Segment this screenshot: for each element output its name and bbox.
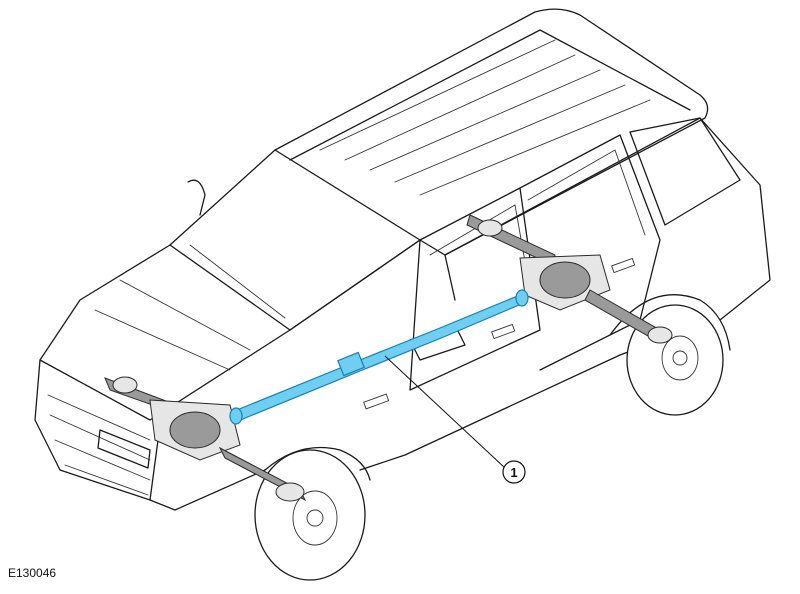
callout-1-leader xyxy=(384,355,506,469)
rear-drive-unit xyxy=(466,214,673,344)
callout-1-circle xyxy=(502,460,526,484)
callout-1: 1 xyxy=(384,355,526,484)
callout-1-number: 1 xyxy=(510,465,517,480)
vehicle-body xyxy=(34,8,771,511)
front-drive-unit xyxy=(104,376,307,502)
front-wheel xyxy=(254,449,366,581)
propeller-shaft xyxy=(229,289,529,425)
figure-id-label: E130046 xyxy=(8,566,57,580)
